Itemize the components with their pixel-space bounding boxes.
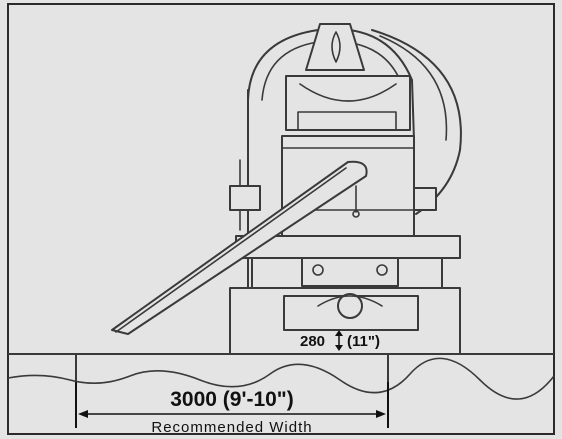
left-step [229, 185, 261, 211]
bogie-curve [317, 295, 383, 307]
ground [7, 353, 555, 400]
chimney-detail [331, 31, 341, 63]
cab-front [285, 75, 411, 131]
clearance-annotation: 280 (11") [300, 330, 380, 351]
bolt-right [376, 264, 388, 276]
plough-arm [111, 160, 368, 335]
right-step [413, 187, 437, 211]
cab-front-curve [299, 83, 397, 102]
cab-front-ledge [297, 111, 397, 131]
plough-blade [111, 160, 368, 335]
boiler-arc-inner [379, 35, 448, 141]
width-arrow-right [376, 410, 386, 418]
width-caption: Recommended Width [151, 419, 312, 436]
boiler-arc [371, 29, 462, 215]
clearance-value: 280 [300, 333, 325, 350]
clearance-arrow-down [335, 345, 343, 351]
ground-line [7, 357, 555, 400]
door-knob [352, 210, 360, 218]
coupler-plate [301, 257, 399, 287]
chimney [305, 23, 365, 71]
width-dimension: 3000 (9'-10") Recommended Width [75, 382, 389, 436]
clearance-arrow-up [335, 330, 343, 336]
width-value: 3000 (9'-10") [170, 388, 294, 411]
width-arrow-left [78, 410, 88, 418]
coupler-head [337, 293, 363, 319]
plough-blade-edge [115, 167, 347, 333]
clearance-imperial: (11") [347, 333, 380, 350]
bolt-left [312, 264, 324, 276]
